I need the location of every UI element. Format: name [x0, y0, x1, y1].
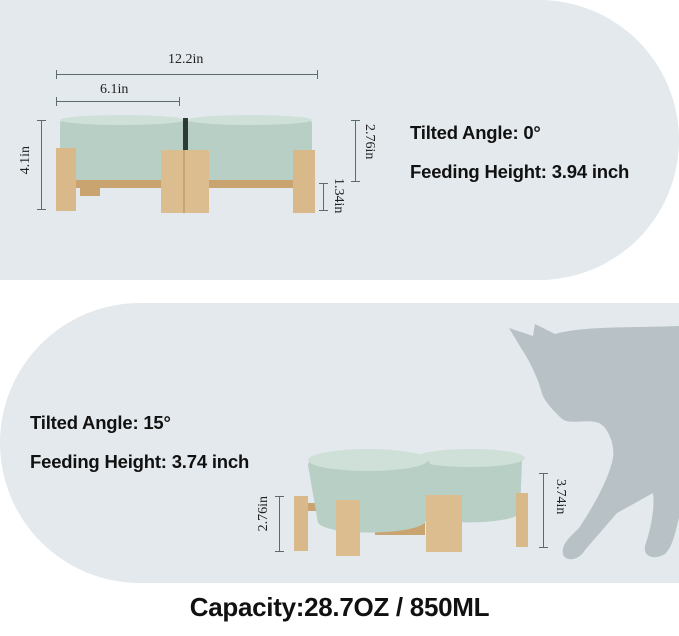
dim-total-width-label: 12.2in: [168, 52, 204, 67]
dim-tick: [37, 120, 46, 121]
dim-tick: [539, 473, 548, 474]
dim-tick: [37, 209, 46, 210]
dim-total-height-label: 4.1in: [18, 146, 33, 175]
top-panel-flat-bowls: 12.2in 6.1in 4.1in 2.76in 1.34in Tilted …: [0, 0, 679, 280]
spec-tilted-angle: Tilted Angle: 0°: [410, 122, 541, 143]
dim-total-height-line: [543, 473, 544, 548]
dim-tick: [319, 183, 328, 184]
spec-feeding-height: Feeding Height: 3.74 inch: [30, 451, 250, 472]
dim-leg-height-line: [323, 183, 324, 211]
dim-tick: [317, 70, 318, 79]
spec-feeding-height: Feeding Height: 3.94 inch: [410, 161, 630, 182]
dim-tick: [351, 181, 360, 182]
tilted-bowls-on-bamboo-stand-illustration: [294, 449, 528, 556]
dim-tick: [56, 97, 57, 106]
dim-total-height-line: [41, 120, 42, 210]
spec-tilted-angle: Tilted Angle: 15°: [30, 412, 171, 433]
cat-silhouette-icon: [509, 324, 679, 560]
bottom-panel-tilted-bowls: Tilted Angle: 15° Feeding Height: 3.74 i…: [0, 303, 679, 583]
dim-tick: [56, 70, 57, 79]
dim-total-height-label: 3.74in: [553, 479, 568, 515]
flat-bowls-on-bamboo-stand-illustration: [56, 115, 315, 213]
dim-tick: [275, 551, 284, 552]
dim-bowl-width-label: 6.1in: [100, 82, 129, 97]
dim-tick: [319, 210, 328, 211]
dim-tick: [179, 97, 180, 106]
dim-total-width-line: [56, 74, 318, 75]
capacity-label: Capacity:28.7OZ / 850ML: [189, 592, 490, 622]
dim-tick: [351, 120, 360, 121]
dim-bowl-height-line: [279, 496, 280, 552]
dim-bowl-height-line: [355, 120, 356, 182]
dim-bowl-width-line: [56, 101, 179, 102]
dim-bowl-height-label: 2.76in: [256, 496, 271, 532]
dim-leg-height-label: 1.34in: [331, 178, 346, 214]
dim-tick: [275, 496, 284, 497]
dim-bowl-height-label: 2.76in: [362, 124, 377, 160]
dim-tick: [539, 547, 548, 548]
